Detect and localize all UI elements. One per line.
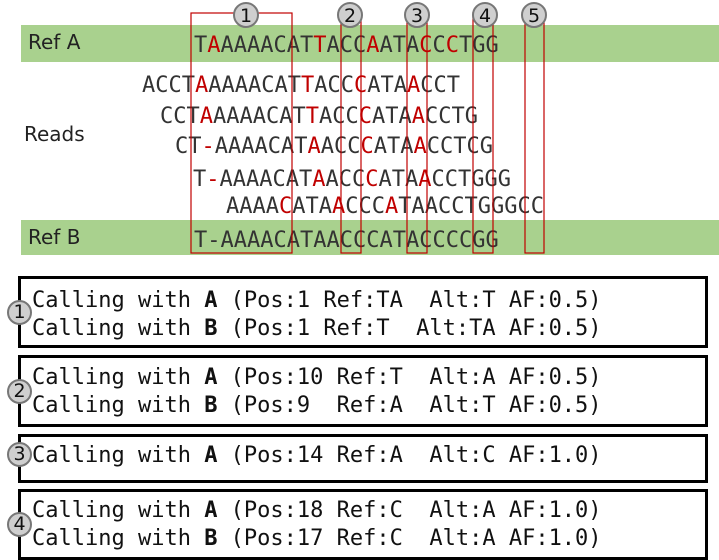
column-number-badge — [521, 2, 547, 28]
call-reference: B — [204, 526, 218, 551]
call-reference: A — [204, 443, 218, 468]
call-detail: (Pos:1 Ref:T Alt:TA AF:0.5) — [217, 316, 602, 341]
call-prefix: Calling with — [32, 316, 205, 341]
read-sequence: CCTAAAAACATTACCCATAACCTG — [160, 104, 478, 129]
reads-label: Reads — [24, 122, 85, 146]
variant-call-line: Calling with A (Pos:14 Ref:A Alt:C AF:1.… — [32, 442, 602, 470]
column-number: 1 — [240, 5, 252, 27]
ref-b-sequence: T-AAAACATAACCCATACCCCGG — [194, 228, 499, 253]
column-number-badge — [404, 2, 430, 28]
call-number-badge: 4 — [7, 512, 32, 537]
read-sequence: T-AAAACATAACCCATAACCTGGG — [193, 167, 511, 192]
call-reference: A — [204, 288, 218, 313]
call-detail: (Pos:10 Ref:T Alt:A AF:0.5) — [217, 365, 602, 390]
call-number-badge: 1 — [7, 300, 32, 325]
variant-call-line: Calling with A (Pos:10 Ref:T Alt:A AF:0.… — [32, 364, 602, 392]
call-prefix: Calling with — [32, 288, 205, 313]
column-number: 2 — [344, 5, 356, 27]
call-prefix: Calling with — [32, 443, 205, 468]
column-number: 4 — [479, 5, 491, 27]
variant-call-line: Calling with A (Pos:1 Ref:TA Alt:T AF:0.… — [32, 287, 602, 315]
call-prefix: Calling with — [32, 365, 205, 390]
column-number: 3 — [411, 5, 423, 27]
read-sequence: ACCTAAAAACATTACCCATAACCT — [142, 73, 460, 98]
column-number: 5 — [528, 5, 540, 27]
call-reference: A — [204, 498, 218, 523]
variant-call-box: Calling with A (Pos:10 Ref:T Alt:A AF:0.… — [18, 355, 708, 427]
ref-a-band — [21, 25, 719, 62]
ref-b-label: Ref B — [28, 225, 80, 249]
call-reference: B — [204, 316, 218, 341]
call-detail: (Pos:9 Ref:A Alt:T AF:0.5) — [217, 393, 602, 418]
call-number-badge: 2 — [7, 379, 32, 404]
column-number-badge — [337, 2, 363, 28]
variant-call-box: Calling with A (Pos:18 Ref:C Alt:A AF:1.… — [18, 489, 708, 560]
variant-call-box: Calling with A (Pos:14 Ref:A Alt:C AF:1.… — [18, 434, 708, 483]
read-sequence: AAAACATAACCCATAACCTGGGCC — [226, 194, 544, 219]
ref-a-sequence: TAAAAACATTACCAATACCCTGG — [194, 33, 499, 58]
call-reference: B — [204, 393, 218, 418]
call-prefix: Calling with — [32, 526, 205, 551]
variant-call-line: Calling with B (Pos:9 Ref:A Alt:T AF:0.5… — [32, 392, 602, 420]
call-number-badge: 3 — [7, 442, 32, 467]
ref-a-label: Ref A — [28, 30, 81, 54]
call-prefix: Calling with — [32, 498, 205, 523]
variant-call-line: Calling with A (Pos:18 Ref:C Alt:A AF:1.… — [32, 497, 602, 525]
variant-call-line: Calling with B (Pos:17 Ref:C Alt:A AF:1.… — [32, 525, 602, 553]
column-number-badge — [233, 2, 259, 28]
column-number-badge — [472, 2, 498, 28]
call-prefix: Calling with — [32, 393, 205, 418]
call-detail: (Pos:1 Ref:TA Alt:T AF:0.5) — [217, 288, 602, 313]
ref-b-band — [21, 220, 719, 255]
call-detail: (Pos:18 Ref:C Alt:A AF:1.0) — [217, 498, 602, 523]
variant-call-line: Calling with B (Pos:1 Ref:T Alt:TA AF:0.… — [32, 315, 602, 343]
read-sequence: CT-AAAACATAACCCATAACCTCG — [175, 134, 493, 159]
variant-call-box: Calling with A (Pos:1 Ref:TA Alt:T AF:0.… — [18, 276, 708, 348]
call-detail: (Pos:17 Ref:C Alt:A AF:1.0) — [217, 526, 602, 551]
call-detail: (Pos:14 Ref:A Alt:C AF:1.0) — [217, 443, 602, 468]
call-reference: A — [204, 365, 218, 390]
